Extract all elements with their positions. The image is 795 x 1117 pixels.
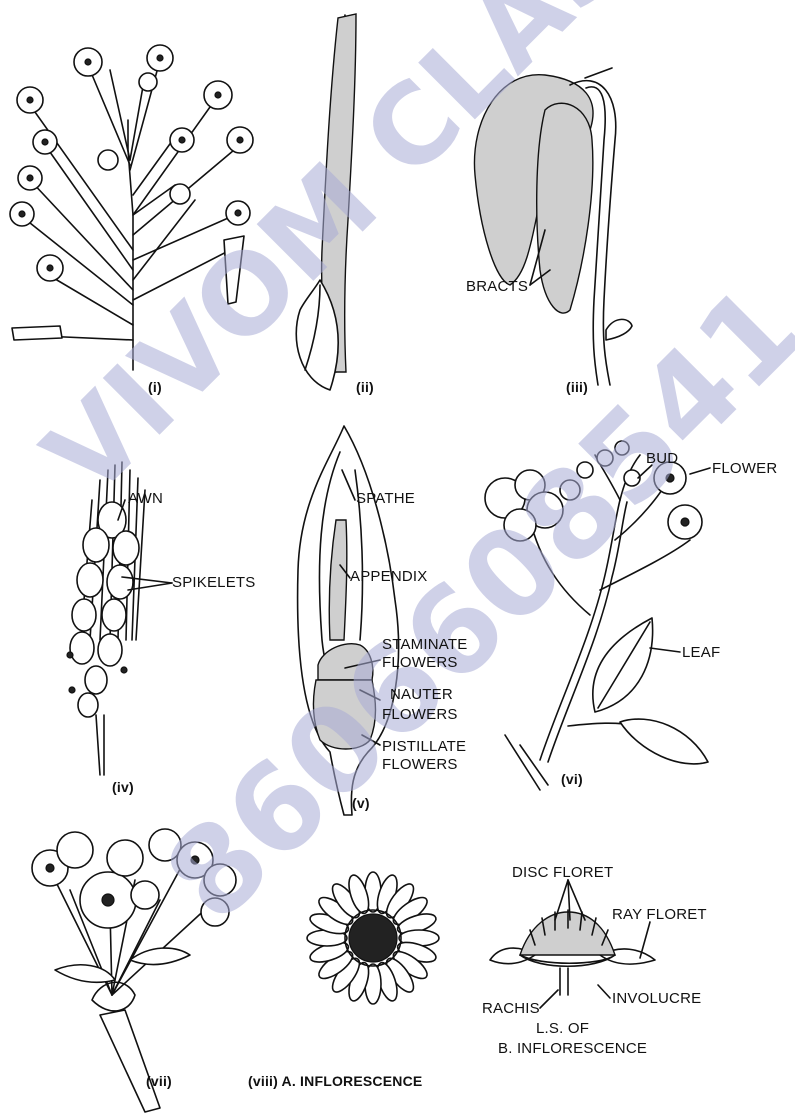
caption-i: (i)	[148, 378, 162, 396]
caption-iii: (iii)	[566, 378, 588, 396]
label-involucre: INVOLUCRE	[612, 990, 701, 1008]
caption-vi: (vi)	[561, 770, 583, 788]
illustration-iii	[474, 68, 632, 385]
label-ray-floret: RAY FLORET	[612, 906, 707, 924]
caption-ii: (ii)	[356, 378, 374, 396]
label-spathe: SPATHE	[356, 490, 415, 508]
illustration-iv	[67, 462, 145, 775]
label-disc-floret: DISC FLORET	[512, 864, 613, 882]
label-ls-of: L.S. OF	[536, 1020, 589, 1038]
caption-viii-a: (viii) A. INFLORESCENCE	[248, 1072, 422, 1090]
illustration-vii	[32, 829, 236, 1112]
label-b-inflorescence: B. INFLORESCENCE	[498, 1040, 647, 1058]
label-bracts: BRACTS	[466, 278, 528, 296]
illustration-i	[10, 45, 253, 370]
caption-v: (v)	[352, 794, 370, 812]
caption-iv: (iv)	[112, 778, 134, 796]
caption-vii: (vii)	[146, 1072, 172, 1090]
label-pistillate-1: PISTILLATE	[382, 738, 466, 756]
label-spikelets: SPIKELETS	[172, 574, 256, 592]
illustration-ii	[296, 14, 356, 390]
label-pistillate-2: FLOWERS	[382, 756, 458, 774]
label-nauter-2: FLOWERS	[382, 706, 458, 724]
label-appendix: APPENDIX	[350, 568, 427, 586]
label-nauter-1: NAUTER	[390, 686, 453, 704]
label-staminate-2: FLOWERS	[382, 654, 458, 672]
label-awn: AWN	[128, 490, 163, 508]
label-bud: BUD	[646, 450, 678, 468]
illustration-vi	[485, 441, 708, 790]
label-rachis: RACHIS	[482, 1000, 540, 1018]
label-flower: FLOWER	[712, 460, 777, 478]
label-staminate-1: STAMINATE	[382, 636, 467, 654]
illustration-viii-a	[307, 872, 439, 1004]
label-leaf: LEAF	[682, 644, 720, 662]
